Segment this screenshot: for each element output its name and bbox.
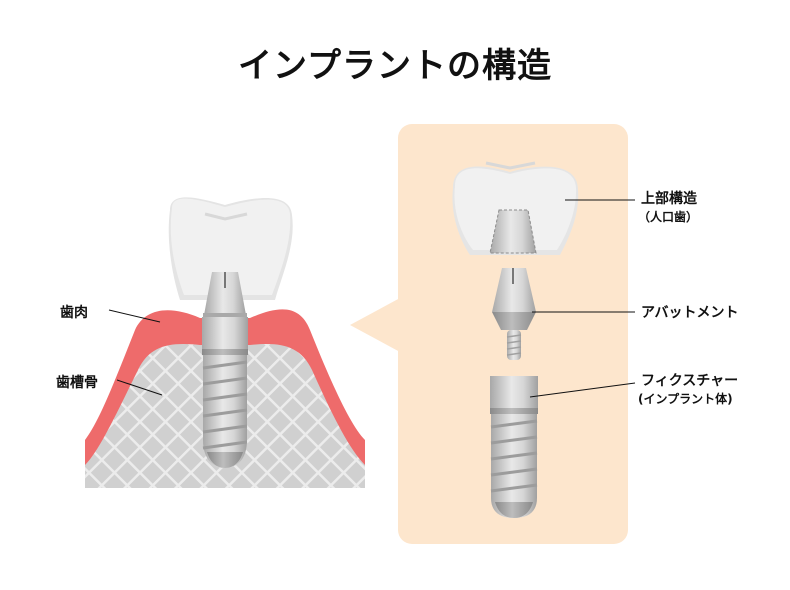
label-alveolar-bone: 歯槽骨 bbox=[56, 375, 98, 391]
label-fixture-sub: (インプラント体) bbox=[638, 392, 733, 406]
label-crown: 上部構造 bbox=[641, 191, 697, 207]
assembled-implant bbox=[85, 197, 365, 488]
label-gum: 歯肉 bbox=[60, 305, 88, 321]
label-abutment: アバットメント bbox=[641, 305, 739, 321]
fixture-part bbox=[490, 376, 538, 410]
abutment-part bbox=[492, 268, 536, 312]
label-fixture: フィクスチャー bbox=[641, 373, 739, 389]
label-crown-sub: （人口歯） bbox=[638, 210, 699, 224]
diagram-title: インプラントの構造 bbox=[238, 46, 552, 86]
exploded-view-panel bbox=[350, 124, 636, 544]
